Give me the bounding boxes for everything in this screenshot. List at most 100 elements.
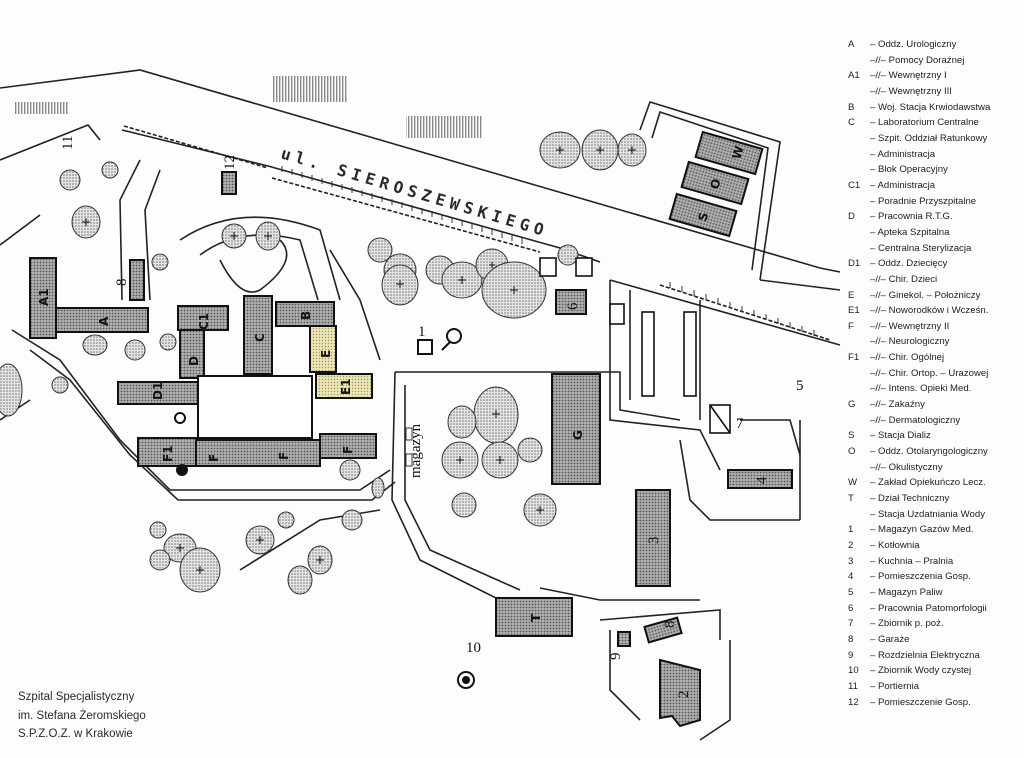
building-C[interactable] <box>243 295 273 375</box>
svg-text:D1: D1 <box>151 382 165 400</box>
legend-row: G –//– Zakaźny <box>848 397 1020 413</box>
building-8b[interactable] <box>643 616 683 644</box>
building-A[interactable] <box>55 307 149 333</box>
svg-text:C1: C1 <box>197 313 211 330</box>
svg-text:O: O <box>707 177 723 191</box>
building-12[interactable] <box>221 171 237 195</box>
legend-row: –//– Dermatologiczny <box>848 413 1020 429</box>
legend-row: –//– Okulistyczny <box>848 460 1020 476</box>
street-label: ul. SIEROSZEWSKIEGO <box>279 144 551 241</box>
svg-text:T: T <box>529 613 543 622</box>
legend-text: – Rozdzielnia Elektryczna <box>870 649 980 661</box>
building-F-right[interactable] <box>319 433 377 459</box>
caption-line-3: S.P.Z.O.Z. w Krakowie <box>18 728 133 740</box>
legend-row: 1 – Magazyn Gazów Med. <box>848 522 1020 538</box>
building-G[interactable] <box>551 373 601 485</box>
legend-row: –//– Chir. Dzieci <box>848 272 1020 288</box>
svg-text:4: 4 <box>754 476 770 484</box>
legend-text: – Poradnie Przyszpitalne <box>870 195 977 207</box>
legend-text: –//– Chir. Ogólnej <box>870 352 945 364</box>
svg-text:9: 9 <box>608 653 624 661</box>
legend-row: B– Woj. Stacja Krwiodawstwa <box>848 100 1020 116</box>
building-W[interactable] <box>694 130 764 176</box>
building-3[interactable] <box>635 489 671 587</box>
legend-code: 4 <box>848 571 854 583</box>
caption-line-2: im. Stefana Żeromskiego <box>18 709 146 722</box>
building-A1[interactable] <box>29 257 57 339</box>
building-labels: A1 A C1 B C D D1 E E1 F1 F F F G T W O S… <box>37 144 747 622</box>
legend-row: D– Pracownia R.T.G. <box>848 209 1020 225</box>
svg-text:B: B <box>299 311 313 320</box>
building-E[interactable] <box>309 325 337 373</box>
legend-row: 6 – Pracownia Patomorfologii <box>848 601 1020 617</box>
legend-text: – Portiernia <box>870 680 920 692</box>
legend-row: 11– Portiernia <box>848 679 1020 695</box>
svg-text:C: C <box>253 333 267 342</box>
building-1[interactable] <box>417 339 433 355</box>
legend-text: – Magazyn Gazów Med. <box>870 524 974 536</box>
building-6[interactable] <box>555 289 587 315</box>
legend-text: –//– Wewnętrzny III <box>870 85 952 97</box>
legend-text: – Pracownia Patomorfologii <box>870 602 987 614</box>
building-D[interactable] <box>179 329 205 379</box>
gas-store-icon <box>446 328 462 344</box>
legend-code: W <box>848 477 858 489</box>
legend-text: – Pracownia R.T.G. <box>870 211 953 223</box>
legend-text: – Oddz. Urologiczny <box>870 39 957 50</box>
building-T[interactable] <box>495 597 573 637</box>
legend-row: F1–//– Chir. Ogólnej <box>848 350 1020 366</box>
legend-row: –//– Intens. Opieki Med. <box>848 381 1020 397</box>
building-8[interactable] <box>129 259 145 301</box>
legend-text: –//– Dermatologiczny <box>870 414 961 426</box>
legend-row: 7– Zbiornik p. poż. <box>848 616 1020 632</box>
building-O[interactable] <box>680 160 750 206</box>
svg-text:5: 5 <box>796 378 804 394</box>
legend-row: – Stacja Uzdatniania Wody <box>848 507 1020 523</box>
legend-text: –//– Chir. Ortop. – Urazowej <box>870 367 989 379</box>
legend-code: 2 <box>848 540 854 551</box>
building-F[interactable] <box>195 439 321 467</box>
svg-text:E: E <box>319 350 333 358</box>
svg-text:E1: E1 <box>339 378 353 395</box>
legend-code: T <box>848 493 854 505</box>
legend-code: C <box>848 117 855 129</box>
legend-row: W – Zakład Opiekuńczo Lecz. <box>848 475 1020 491</box>
building-4[interactable] <box>727 469 793 489</box>
svg-text:2: 2 <box>676 691 692 699</box>
storage-marks <box>405 427 413 467</box>
legend-code: G <box>848 399 856 411</box>
building-2[interactable] <box>659 658 701 728</box>
legend-row: E1–//– Noworodków i Wcześn. <box>848 303 1020 319</box>
building-F1[interactable] <box>137 437 197 467</box>
building-E1[interactable] <box>315 373 373 399</box>
legend-text: –//– Okulistyczny <box>870 461 943 473</box>
legend-code: 1 <box>848 524 854 536</box>
parking-areas <box>14 76 482 138</box>
building-B[interactable] <box>275 301 335 327</box>
legend-row: 8– Garaże <box>848 632 1020 648</box>
svg-text:F: F <box>341 446 355 454</box>
legend-code: E1 <box>848 305 860 317</box>
legend-text: – Garaże <box>870 633 910 645</box>
svg-text:A1: A1 <box>37 288 51 306</box>
legend-code: 6 <box>848 602 854 614</box>
legend-row: 12– Pomieszczenie Gosp. <box>848 695 1020 711</box>
building-S[interactable] <box>668 192 738 238</box>
legend-text: – Kuchnia – Pralnia <box>870 555 954 567</box>
courtyard <box>197 375 313 439</box>
svg-text:F1: F1 <box>161 445 175 462</box>
legend-text: – Zakład Opiekuńczo Lecz. <box>870 477 986 489</box>
legend-text: –//– Pomocy Doraźnej <box>870 54 965 66</box>
legend-text: – Stacja Uzdatniania Wody <box>870 508 986 520</box>
legend-text: –//– Zakaźny <box>870 399 925 411</box>
svg-text:F: F <box>207 454 221 462</box>
legend-text: – Dział Techniczny <box>870 493 950 505</box>
map-symbols <box>174 328 475 689</box>
svg-text:A: A <box>97 316 111 326</box>
legend-row: –//– Chir. Ortop. – Urazowej <box>848 366 1020 382</box>
number-labels: 1 2 3 4 5 6 7 8 8 9 10 11 12 <box>60 136 804 698</box>
legend-row: A– Oddz. Urologiczny <box>848 37 1020 53</box>
legend-row: 9– Rozdzielnia Elektryczna <box>848 648 1020 664</box>
building-9[interactable] <box>617 631 631 647</box>
legend-text: – Administracja <box>870 179 936 191</box>
